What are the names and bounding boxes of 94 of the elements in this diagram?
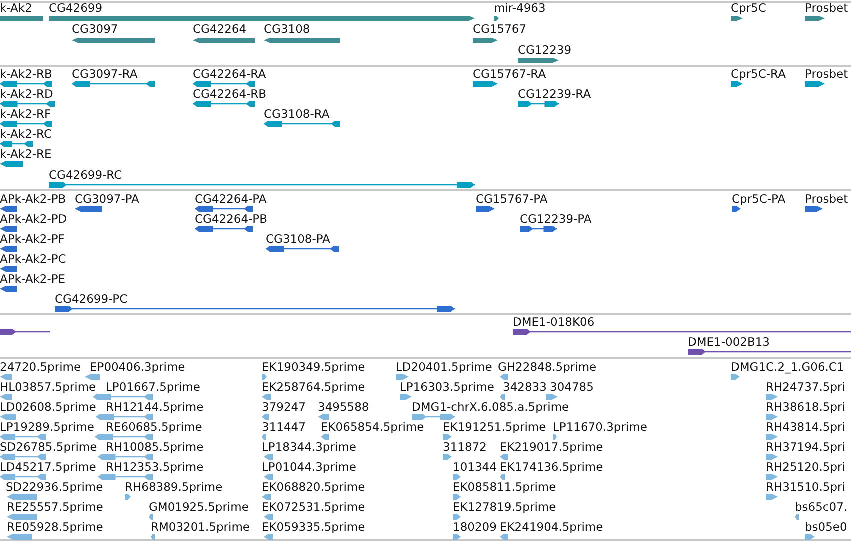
feature-label: Cpr5C-RA (731, 67, 786, 81)
feature-label: LP01044.3prime (262, 460, 356, 474)
feature-label: GH22848.5prime (498, 360, 597, 374)
feature-label: DME1-002B13 (688, 335, 770, 349)
feature-label: CG15767 (473, 22, 527, 36)
feature-label: Prosbet (805, 192, 848, 206)
feature-label: 101344 (453, 460, 497, 474)
feature-label: CG42699-RC (49, 168, 122, 182)
feature-label: EK241904.5prime (500, 520, 604, 534)
feature-label: CG3108-PA (266, 232, 330, 246)
feature-label: RE25557.5prime (7, 500, 104, 514)
feature-label: SD26785.5prime (0, 440, 98, 454)
feature-label: APk-Ak2-PF (0, 232, 65, 246)
feature-label: CG42264-RA (193, 67, 266, 81)
feature-label: k-Ak2-RE (0, 147, 52, 161)
feature-label: CG15767-RA (473, 67, 546, 81)
feature-label: EK258764.5prime (262, 380, 366, 394)
feature-label: k-Ak2 (0, 1, 32, 15)
feature-label: RH12144.5prime (106, 400, 204, 414)
feature-label: CG42264-PB (195, 212, 268, 226)
feature-label: RH68389.5prime (125, 480, 223, 494)
feature-label: EK065854.5prime (321, 420, 424, 434)
feature-label: RH31510.5pri (766, 480, 846, 494)
feature-label: LP01667.5prime (106, 380, 200, 394)
feature-label: CG42264-PA (195, 192, 267, 206)
feature-label: EP00406.3prime (90, 360, 186, 374)
feature-label: LD45217.5prime (0, 460, 96, 474)
feature-label: k-Ak2-RC (0, 127, 52, 141)
feature-label: RH25120.5pri (766, 460, 846, 474)
feature-label: CG42264-RB (193, 87, 267, 101)
feature-label: GM01925.5prime (149, 500, 249, 514)
feature-label: k-Ak2-RF (0, 107, 52, 121)
feature-label: Cpr5C-PA (732, 192, 786, 206)
feature-label: CG3108-RA (264, 107, 330, 121)
feature-label: EK068820.5prime (262, 480, 366, 494)
feature-label: 342833 (503, 380, 547, 394)
feature-label: EK072531.5prime (262, 500, 366, 514)
feature-label: RH43814.5pri (766, 420, 846, 434)
feature-label: APk-Ak2-PB (0, 192, 66, 206)
feature-label: 180209 (453, 520, 497, 534)
feature-label: HL03857.5prime (0, 380, 96, 394)
feature-label: SD22936.5prime (6, 480, 104, 494)
feature-label: CG3097 (72, 22, 118, 36)
feature-label: k-Ak2-RD (0, 87, 54, 101)
feature-label: CG3108 (264, 22, 310, 36)
feature-label: Prosbet (805, 67, 848, 81)
feature-label: RE60685.5prime (106, 420, 202, 434)
feature-label: 311872 (443, 440, 487, 454)
feature-label: 304785 (550, 380, 594, 394)
feature-label: k-Ak2-RB (0, 67, 52, 81)
feature-label: APk-Ak2-PD (0, 212, 68, 226)
feature-label: CG42699-PC (55, 292, 128, 306)
feature-label: Cpr5C (731, 1, 766, 15)
feature-label: EK191251.5prime (443, 420, 546, 434)
feature-label: RH10085.5prime (106, 440, 204, 454)
feature-label: LP11670.3prime (553, 420, 648, 434)
feature-label: CG3097-RA (72, 67, 138, 81)
feature-label: LP19289.5prime (0, 420, 94, 434)
feature-label: LP16303.5prime (400, 380, 494, 394)
feature-label: bs05e0 (805, 520, 848, 534)
feature-label: RM03201.5prime (151, 520, 250, 534)
feature-label: CG15767-PA (476, 192, 548, 206)
feature-label: bs65c07. (795, 500, 848, 514)
feature-label: mir-4963 (494, 1, 546, 15)
feature-label: RH37194.5pri (766, 440, 846, 454)
feature-label: CG12239 (518, 43, 572, 57)
feature-label: CG12239-RA (518, 87, 592, 101)
feature-label: 24720.5prime (0, 360, 82, 374)
feature-label: EK085811.5prime (453, 480, 556, 494)
feature-label: EK174136.5prime (500, 460, 604, 474)
feature-label: RE05928.5prime (7, 520, 104, 534)
feature-label: CG12239-PA (520, 212, 592, 226)
feature-label: EK190349.5prime (262, 360, 366, 374)
feature-label: EK219017.5prime (500, 440, 604, 454)
feature-label: 3495588 (318, 400, 370, 414)
feature-label: APk-Ak2-PE (0, 272, 66, 286)
feature-label: Prosbet (805, 1, 848, 15)
feature-label: LD02608.5prime (0, 400, 96, 414)
feature-label: LD20401.5prime (396, 360, 492, 374)
feature-label: DME1-018K06 (513, 315, 595, 329)
feature-label: LP18344.3prime (262, 440, 356, 454)
feature-label: CG42699 (49, 1, 103, 15)
feature-label: 311447 (262, 420, 306, 434)
feature-label: EK059335.5prime (262, 520, 366, 534)
feature-label: CG42264 (193, 22, 247, 36)
feature-label: APk-Ak2-PC (0, 252, 66, 266)
feature-label: 379247 (262, 400, 306, 414)
feature-label: DMG1-chrX.6.085.a.5prime (412, 400, 570, 414)
feature-label: EK127819.5prime (453, 500, 556, 514)
feature-label: RH12353.5prime (106, 460, 204, 474)
feature-label: DMG1C.2_1.G06.C1 (731, 360, 844, 374)
feature-label: CG3097-PA (75, 192, 140, 206)
feature-label: RH24737.5pri (766, 380, 846, 394)
feature-label: RH38618.5pri (766, 400, 846, 414)
